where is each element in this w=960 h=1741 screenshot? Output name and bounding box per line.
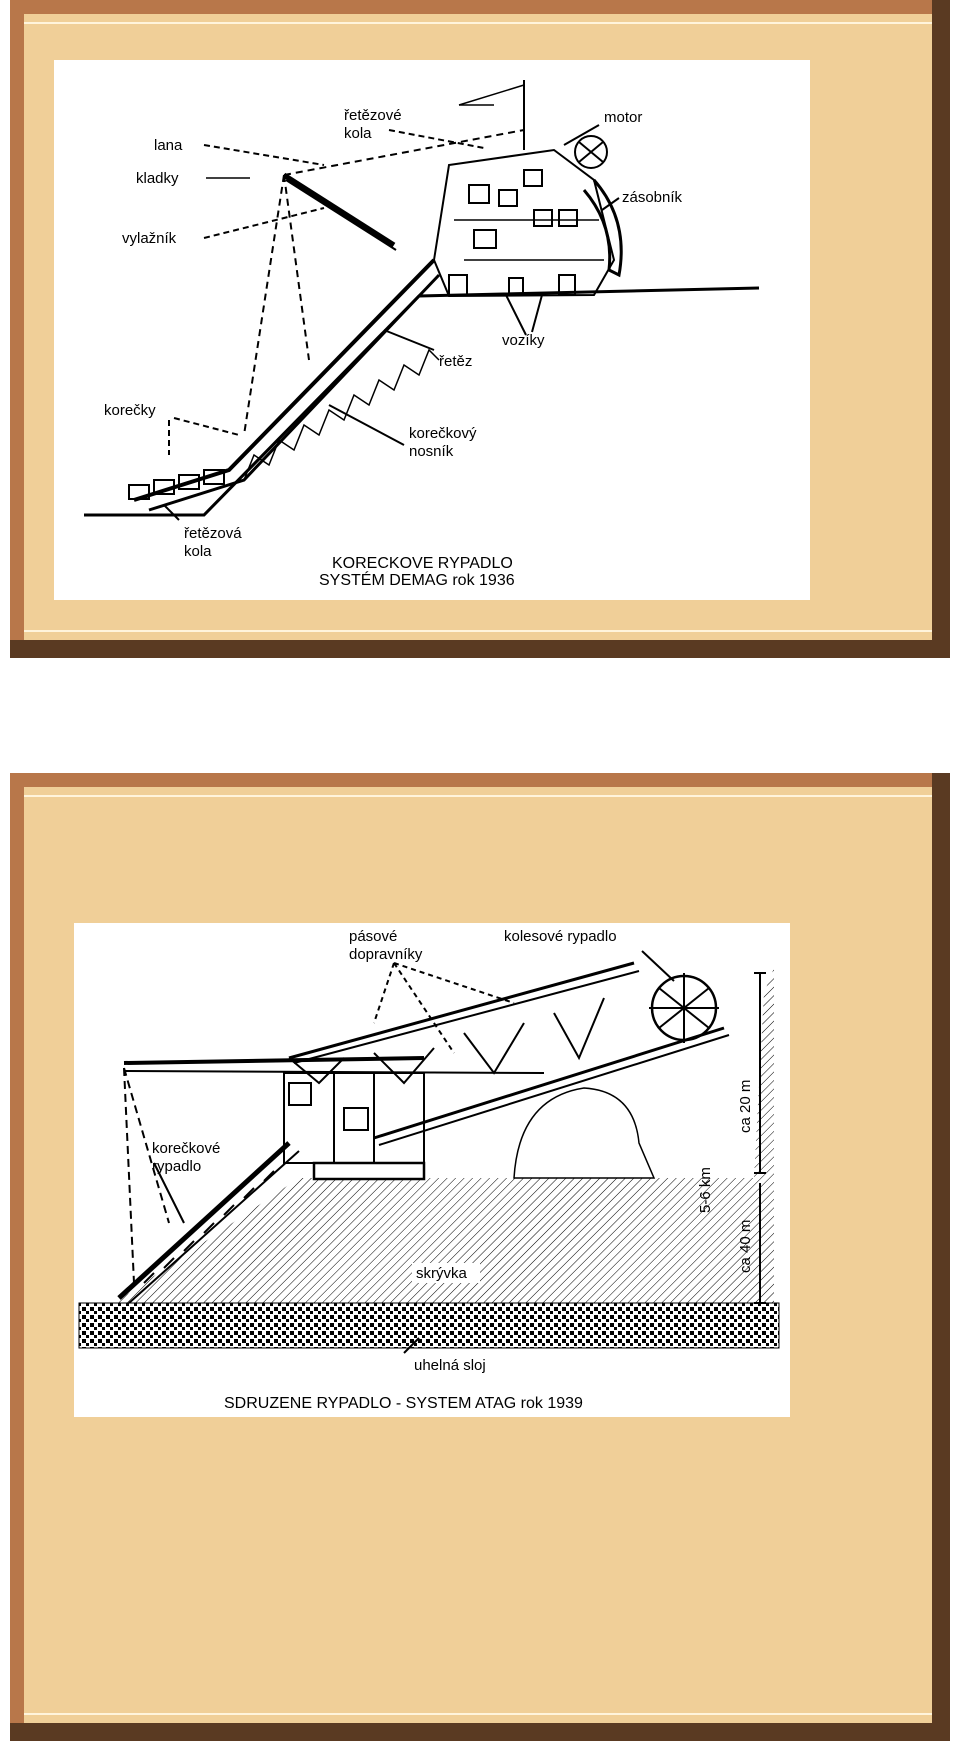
label-koreckove-rypadlo: korečkové — [152, 1140, 220, 1157]
label-motor: motor — [604, 109, 642, 126]
label-skryvka: skrývka — [416, 1265, 467, 1282]
label-zasobnik: zásobník — [622, 189, 683, 206]
caption-line-1: KORECKOVE RYPADLO — [332, 555, 513, 572]
label-korecky: korečky — [104, 402, 156, 419]
label-koreckovy-nosnik: korečkový — [409, 425, 477, 442]
slide-1: lana kladky vylažník řetězové kola motor… — [10, 0, 950, 658]
frame-right — [932, 773, 950, 1741]
label-retezove-kola-bottom: řetězová — [184, 525, 242, 542]
label-voziky: vozíky — [502, 332, 545, 349]
frame-top — [10, 773, 950, 787]
frame-right — [932, 0, 950, 658]
inner-line — [24, 630, 932, 632]
label-kolesove-rypadlo: kolesové rypadlo — [504, 928, 617, 945]
inner-line — [24, 795, 932, 797]
frame-bottom — [10, 640, 950, 658]
slide-2: pásové dopravníky kolesové rypadlo koreč… — [10, 773, 950, 1741]
coal-seam — [78, 1302, 780, 1349]
frame-bottom — [10, 1723, 950, 1741]
label-pasove-dopravniky-2: dopravníky — [349, 946, 423, 963]
frame-left — [10, 0, 24, 658]
label-kladky: kladky — [136, 170, 179, 187]
label-vylaznik: vylažník — [122, 230, 177, 247]
label-retezove-kola-top-2: kola — [344, 125, 372, 142]
label-lana: lana — [154, 137, 183, 154]
frame-left — [10, 773, 24, 1741]
label-retezove-kola-top: řetězové — [344, 107, 402, 124]
label-dimension-20m: ca 20 m — [737, 1080, 754, 1133]
diagram-panel-2: pásové dopravníky kolesové rypadlo koreč… — [74, 923, 790, 1417]
inner-line — [24, 1713, 932, 1715]
label-uhelna-sloj: uhelná sloj — [414, 1357, 486, 1374]
frame-top — [10, 0, 950, 14]
label-dimension-40m: ca 40 m — [737, 1220, 754, 1273]
label-retez: řetěz — [439, 353, 472, 370]
inner-line — [24, 22, 932, 24]
label-koreckovy-nosnik-2: nosník — [409, 443, 454, 460]
combined-excavator-diagram: pásové dopravníky kolesové rypadlo koreč… — [78, 928, 780, 1412]
bucket-excavator-diagram: lana kladky vylažník řetězové kola motor… — [84, 80, 760, 589]
label-retezove-kola-bottom-2: kola — [184, 543, 212, 560]
label-pasove-dopravniky: pásové — [349, 928, 397, 945]
caption: SDRUZENE RYPADLO - SYSTEM ATAG rok 1939 — [224, 1395, 583, 1412]
diagram-panel-1: lana kladky vylažník řetězové kola motor… — [54, 60, 810, 600]
label-dimension-sloj: 5-6 km — [697, 1167, 714, 1213]
label-koreckove-rypadlo-2: rypadlo — [152, 1158, 201, 1175]
caption-line-2: SYSTÉM DEMAG rok 1936 — [319, 570, 515, 589]
